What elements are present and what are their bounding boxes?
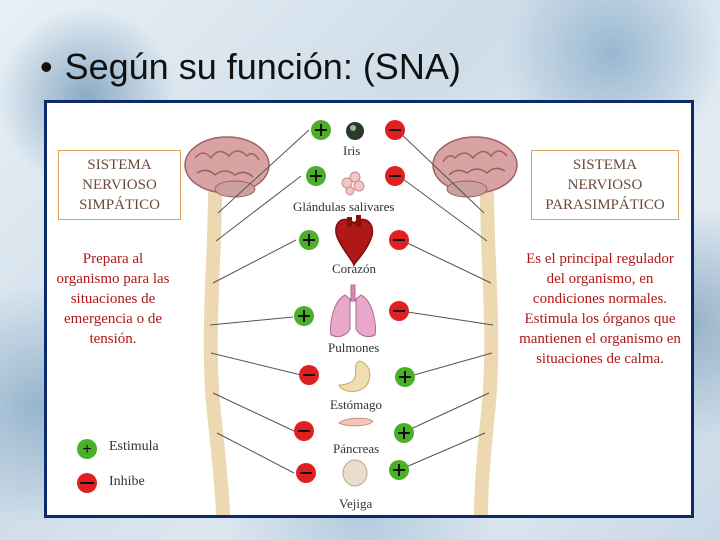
pancreas-icon: [338, 417, 374, 427]
parasympathetic-plus-icon-4: [395, 367, 415, 387]
organ-label-salivary-glands: Glándulas salivares: [293, 199, 395, 214]
sympathetic-desc-line: situaciones de: [70, 291, 156, 307]
parasympathetic-minus-icon-1: [385, 166, 405, 186]
sympathetic-desc-line: emergencia o de: [63, 311, 162, 327]
parasympathetic-desc-line: del organismo, en: [546, 271, 654, 287]
slide-title: • Según su función: (SNA): [40, 46, 461, 88]
parasympathetic-desc-line: Estimula los órganos que: [524, 311, 676, 327]
organ-label-lungs: Pulmones: [328, 340, 380, 355]
sympathetic-title-line: SIMPÁTICO: [79, 197, 160, 213]
sympathetic-description: Prepara al organismo para las situacione…: [47, 249, 179, 349]
sympathetic-desc-line: Prepara al: [82, 251, 144, 267]
parasympathetic-title-line: SISTEMA: [572, 157, 638, 173]
parasympathetic-minus-icon-3: [389, 301, 409, 321]
organ-label-heart: Corazón: [332, 261, 377, 276]
brain-right-icon: [432, 136, 518, 198]
parasympathetic-desc-line: condiciones normales.: [532, 291, 668, 307]
parasympathetic-plus-icon-6: [389, 460, 409, 480]
parasympathetic-desc-line: situaciones de calma.: [536, 351, 664, 367]
sympathetic-plus-icon-1: [306, 166, 326, 186]
parasympathetic-title-line: PARASIMPÁTICO: [545, 197, 665, 213]
sympathetic-title-line: NERVIOSO: [82, 177, 157, 193]
parasympathetic-minus-icon-0: [385, 120, 405, 140]
parasympathetic-description: Es el principal regulador del organismo,…: [508, 249, 692, 369]
sympathetic-minus-icon-4: [299, 365, 319, 385]
heart-icon: [335, 215, 374, 268]
parasympathetic-title-line: NERVIOSO: [567, 177, 643, 193]
organ-label-pancreas: Páncreas: [333, 441, 380, 456]
sna-diagram: + SISTEMA NERVIOSO SIMPÁTICO SISTEMA NER…: [44, 100, 694, 518]
organ-label-stomach: Estómago: [330, 397, 382, 412]
stomach-icon: [338, 360, 371, 392]
sympathetic-title-box: SISTEMA NERVIOSO SIMPÁTICO: [58, 150, 181, 220]
effect-markers: [294, 120, 415, 483]
brain-left-icon: [184, 136, 270, 198]
sympathetic-minus-icon-5: [294, 421, 314, 441]
legend-markers: +: [77, 439, 97, 493]
parasympathetic-plus-icon-5: [394, 423, 414, 443]
parasympathetic-minus-icon-2: [389, 230, 409, 250]
nerves-left: [209, 129, 310, 474]
legend-plus-glyph: +: [82, 441, 91, 458]
sympathetic-desc-line: organismo para las: [56, 271, 170, 287]
title-bullet: •: [40, 46, 53, 87]
legend-inhibit-label: Inhibe: [109, 474, 145, 489]
nerves-right: [396, 129, 494, 471]
sympathetic-plus-icon-3: [294, 306, 314, 326]
spinal-cord-left: [203, 188, 230, 515]
legend-stimulate-label: Estimula: [109, 439, 159, 454]
iris-icon: [346, 122, 364, 140]
spinal-cord-right: [474, 188, 499, 515]
sympathetic-plus-icon-0: [311, 120, 331, 140]
salivary-glands-icon: [341, 171, 365, 196]
parasympathetic-desc-line: Es el principal regulador: [526, 251, 674, 267]
organ-label-iris: Iris: [343, 143, 361, 158]
parasympathetic-desc-line: mantienen el organismo en: [519, 331, 681, 347]
sympathetic-desc-line: tensión.: [89, 331, 137, 347]
sympathetic-minus-icon-6: [296, 463, 316, 483]
bladder-icon: [342, 459, 368, 487]
lungs-icon: [330, 284, 376, 338]
organ-label-bladder: Vejiga: [339, 496, 373, 511]
sympathetic-plus-icon-2: [299, 230, 319, 250]
diagram-graphics: +: [77, 120, 518, 515]
legend-plus-icon: [77, 439, 97, 459]
title-text: Según su función: (SNA): [64, 46, 461, 87]
parasympathetic-title-box: SISTEMA NERVIOSO PARASIMPÁTICO: [531, 150, 679, 220]
sympathetic-title-line: SISTEMA: [87, 157, 152, 173]
